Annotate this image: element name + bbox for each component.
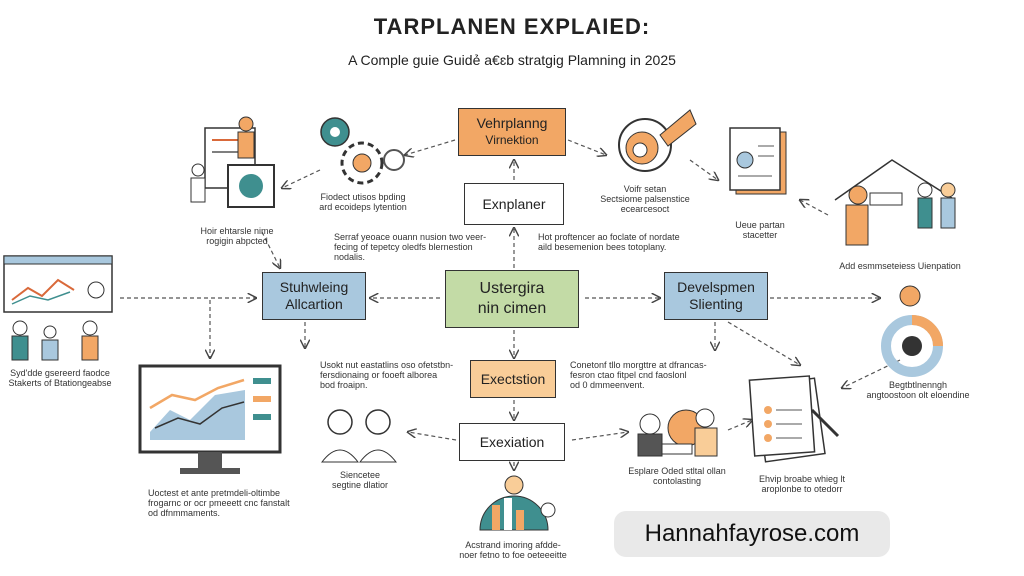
workers-tools-icon (637, 408, 718, 457)
arrow-bulb-to-documents (689, 159, 718, 180)
arrow-gears-to-audience (282, 169, 321, 188)
node-development: Develspmen Slienting (664, 272, 768, 320)
meeting-people-icon (11, 320, 99, 361)
node-vehrplanung: Vehrplanng Virnektion (458, 108, 566, 156)
caption-gears: Fiodect utisos bpding ard ecoideps lyten… (298, 192, 428, 212)
two-people-icon (320, 409, 398, 463)
caption-bulb: Voifr setan Sectsiome palsenstice ecearc… (590, 184, 700, 214)
caption-explaner-left-line2: fecing of tepetcy oledfs blernestion (334, 242, 473, 252)
site-watermark: Hannahfayrose.com (614, 511, 890, 557)
caption-monitor-line1: Uoctest et ante pretmdeli-oltimbe (148, 488, 281, 498)
caption-donut-line2: angtoostoon olt eloendine (866, 390, 970, 400)
node-stuhleing-line2: Allcartion (285, 296, 343, 312)
node-center-line2: nin cimen (477, 300, 547, 317)
node-stuhleing: Stuhwleing Allcartion (262, 272, 366, 320)
caption-people-line2: segtine dlatior (331, 480, 389, 490)
node-development-line1: Develspmen (677, 279, 755, 295)
caption-audience: Hoir ehtarsle nime rogigin abpcted (182, 226, 292, 246)
growth-chart-dome-icon (479, 475, 556, 531)
caption-exec-right-line1: Conetonf tllo morgttre at dfrancas- (570, 360, 707, 370)
caption-documents-line2: stacetter (742, 230, 778, 240)
node-exexiation: Exexiation (459, 423, 565, 461)
caption-people-line1: Siencetee (339, 470, 381, 480)
caption-growth: Acstrand imoring afdde- noer fetno to fo… (438, 540, 588, 560)
caption-checklist: Ehvip broabe whieg lt aroplonbe to otedo… (742, 474, 862, 494)
caption-exec-right-line2: fesron ctao fitpel cnd faoslonl (570, 370, 687, 380)
gears-icon (320, 117, 405, 185)
caption-explaner-left-line3: nodalis. (334, 252, 366, 262)
caption-exec-left-line2: fersdionaing or fooeft alborea (320, 370, 438, 380)
caption-explaner-right-line2: aild besemenion bees totoplany. (538, 242, 667, 252)
caption-dashboard: Syd'dde gsereerd faodce Stakerts of Btat… (0, 368, 120, 388)
caption-monitor: Uoctest et ante pretmdeli-oltimbe frogar… (148, 488, 318, 518)
presentation-people-icon (190, 116, 275, 208)
caption-growth-line2: noer fetno to foe oeteeeitte (459, 550, 567, 560)
page-subtitle: A Comple guie Guidẻ a€ɛb stratgig Plamni… (348, 52, 676, 68)
node-explaner: Exnplaner (464, 183, 564, 225)
caption-bulb-line2: Sectsiome palsenstice (600, 194, 690, 204)
node-exectstion: Exectstion (470, 360, 556, 398)
node-center: Ustergira nin cimen (445, 270, 579, 328)
caption-workers-line1: Esplare Oded stltal ollan (628, 466, 726, 476)
caption-bulb-line1: Voifr setan (623, 184, 667, 194)
arrow-workers-to-checklist (727, 420, 752, 431)
documents-stack-icon (729, 127, 787, 195)
caption-people: Siencetee segtine dlatior (310, 470, 410, 490)
team-celebration-icon (834, 159, 956, 246)
caption-exec-left-line1: Usokt nut eastatlins oso ofetstbn- (320, 360, 454, 370)
caption-documents-line1: Ueue partan (735, 220, 785, 230)
lightbulb-bird-icon (618, 109, 697, 172)
caption-donut-line1: Begtbtlnenngh (888, 380, 948, 390)
node-development-line2: Slienting (689, 296, 743, 312)
caption-workers: Esplare Oded stltal ollan contolasting (612, 466, 742, 486)
caption-checklist-line2: aroplonbe to otedorr (761, 484, 843, 494)
caption-explaner-left-line1: Serraf yeoace ouann nusion two veer- (334, 232, 487, 242)
arrow-exexiation-to-people (408, 432, 457, 441)
node-stuhleing-line1: Stuhwleing (279, 279, 349, 295)
caption-audience-line2: rogigin abpcted (206, 236, 268, 246)
caption-documents: Ueue partan stacetter (720, 220, 800, 240)
caption-dashboard-line2: Stakerts of Btationgeabse (8, 378, 112, 388)
caption-team: Add esmmseteiess Uienpation (820, 261, 980, 271)
caption-explaner-right-line1: Hot proftencer ao foclate of nordate (538, 232, 680, 242)
page-title: TARPLANEN EXPLAIED: (373, 14, 651, 39)
caption-explaner-left: Serraf yeoace ouann nusion two veer- fec… (334, 232, 504, 262)
checklist-clipboard-icon (748, 375, 840, 463)
caption-donut: Begtbtlnenngh angtoostoon olt eloendine (858, 380, 978, 400)
caption-dashboard-line1: Syd'dde gsereerd faodce (10, 368, 110, 378)
caption-explaner-right: Hot proftencer ao foclate of nordate ail… (538, 232, 698, 252)
arrow-team-to-documents (800, 200, 829, 216)
caption-bulb-line3: ecearcesoct (620, 204, 670, 214)
caption-checklist-line1: Ehvip broabe whieg lt (758, 474, 846, 484)
caption-exec-right: Conetonf tllo morgttre at dfrancas- fesr… (570, 360, 720, 390)
dashboard-window-icon (3, 255, 113, 313)
arrow-vehr-to-gears (405, 139, 456, 155)
caption-growth-line1: Acstrand imoring afdde- (465, 540, 561, 550)
caption-monitor-line3: od dfnmmaments. (148, 508, 221, 518)
caption-workers-line2: contolasting (652, 476, 702, 486)
caption-gears-line1: Fiodect utisos bpding (320, 192, 406, 202)
monitor-chart-icon (138, 364, 282, 474)
caption-gears-line2: ard ecoideps lytention (319, 202, 407, 212)
caption-exec-left: Usokt nut eastatlins oso ofetstbn- fersd… (320, 360, 468, 390)
arrow-exexiation-to-workers (571, 432, 628, 441)
caption-exec-left-line3: bod froaipn. (320, 380, 368, 390)
donut-progress-icon (881, 285, 943, 377)
node-center-line1: Ustergira (479, 280, 545, 297)
caption-audience-line1: Hoir ehtarsle nime (200, 226, 274, 236)
caption-exec-right-line3: od 0 dmmeenvent. (570, 380, 645, 390)
caption-team-line1: Add esmmseteiess Uienpation (839, 261, 961, 271)
caption-monitor-line2: frogarnc or ocr pmeeett cnc fanstalt (148, 498, 290, 508)
node-vehrplanung-line2: Virnektion (485, 133, 539, 147)
node-vehrplanung-line1: Vehrplanng (476, 115, 548, 131)
